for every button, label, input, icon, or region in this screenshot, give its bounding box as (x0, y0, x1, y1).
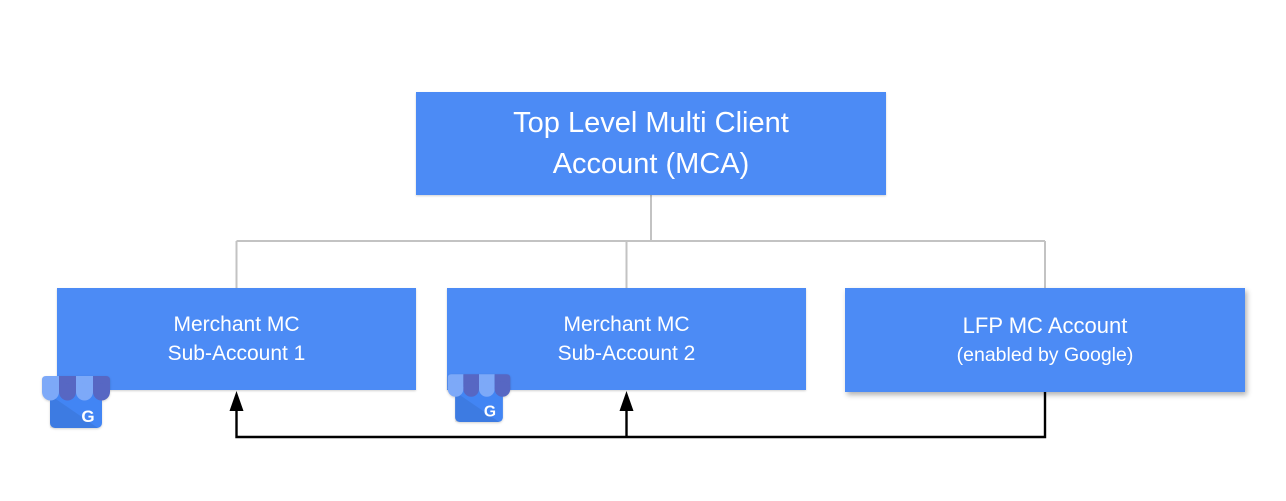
google-g-letter: G (484, 404, 496, 421)
business-profile-icon: G (447, 374, 511, 423)
node-label-line: Merchant MC (563, 313, 690, 336)
node-lfp-mc-account: LFP MC Account (enabled by Google) (845, 288, 1245, 392)
google-g-letter: G (81, 407, 94, 426)
node-label-line: Top Level Multi Client (513, 106, 789, 139)
node-label-line: Sub-Account 2 (557, 342, 696, 365)
arrowhead-up-icon (229, 391, 244, 411)
node-top-level-mca: Top Level Multi Client Account (MCA) (416, 92, 886, 195)
node-label-line: Sub-Account 1 (167, 342, 306, 365)
node-label-line: Account (MCA) (552, 147, 750, 180)
node-merchant-sub-account-2: Merchant MC Sub-Account 2 (447, 288, 806, 390)
tree-connector (235, 195, 1046, 288)
arrowhead-up-icon (619, 391, 634, 411)
node-label-line: Merchant MC (173, 313, 300, 336)
feedback-connector (235, 392, 1047, 439)
business-profile-icon: G (42, 376, 110, 428)
node-label-line: LFP MC Account (962, 313, 1128, 338)
node-label-line: (enabled by Google) (956, 344, 1134, 366)
node-merchant-sub-account-1: Merchant MC Sub-Account 1 (57, 288, 416, 390)
